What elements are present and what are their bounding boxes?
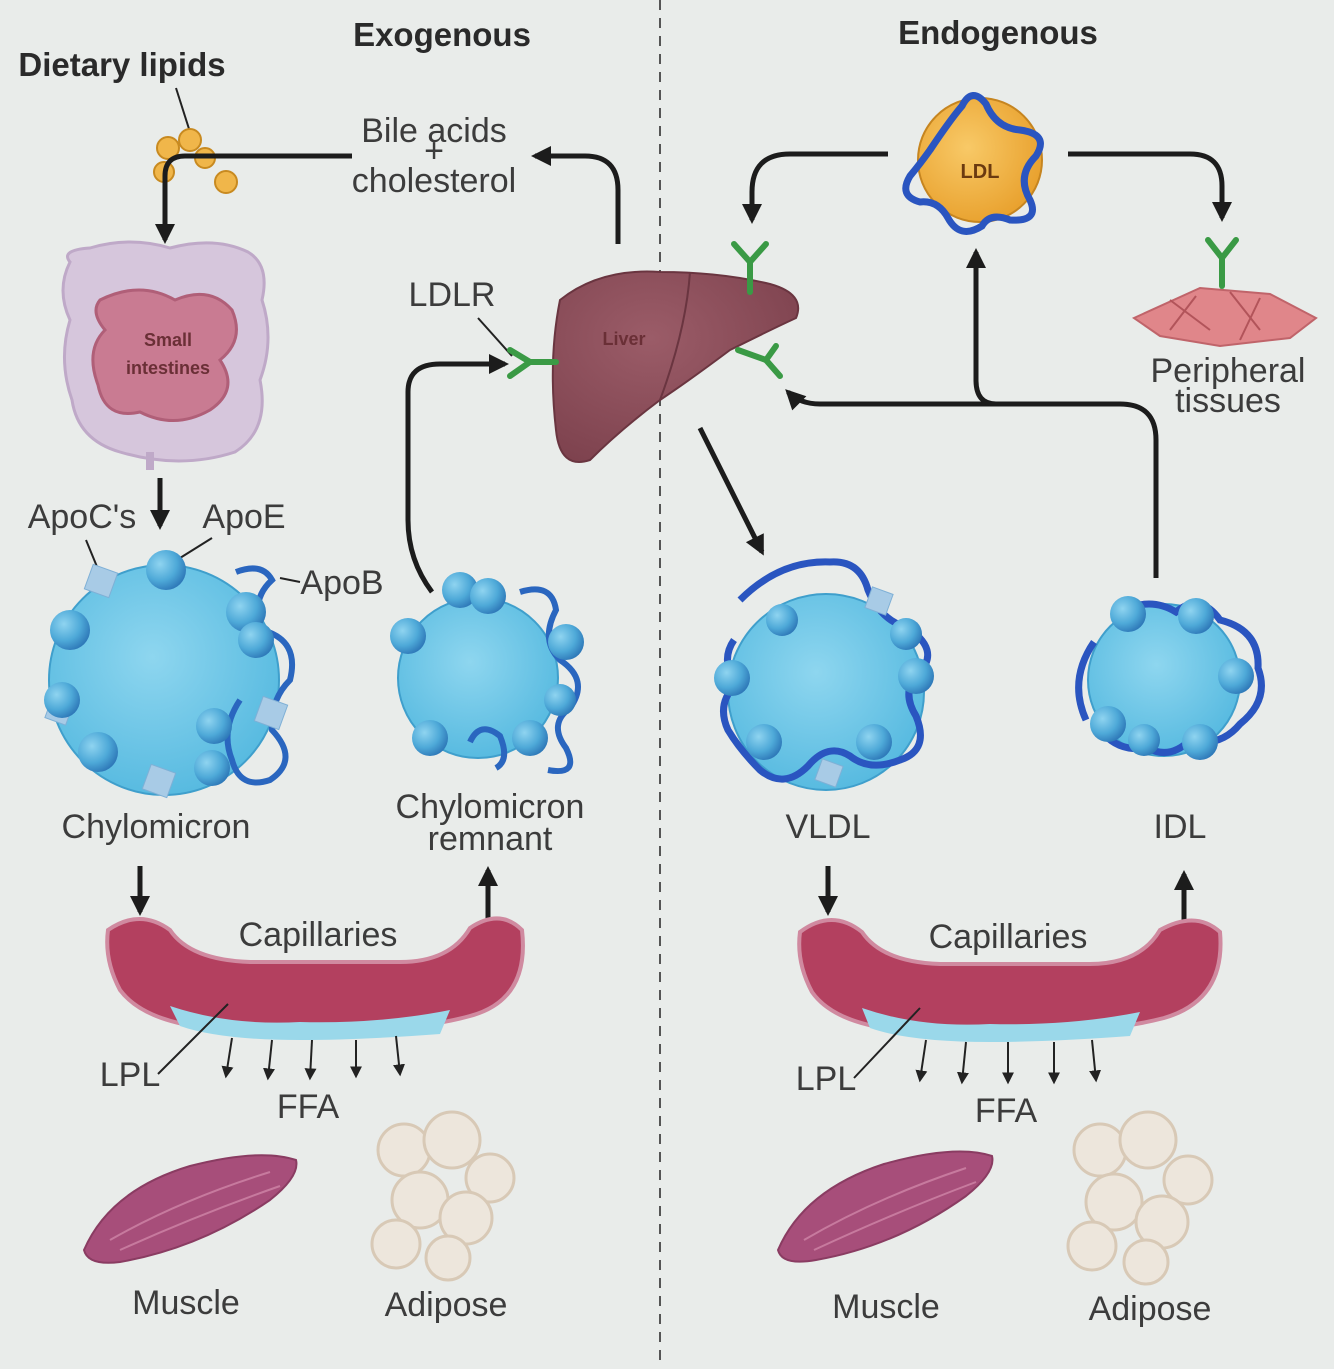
chylomicron-label: Chylomicron bbox=[62, 808, 251, 846]
peripheral-label: Peripheral bbox=[1151, 352, 1306, 390]
vldl-particle bbox=[714, 558, 934, 791]
ldl-receptor-icon bbox=[735, 343, 783, 379]
adipose-label-left: Adipose bbox=[385, 1286, 508, 1324]
ldl-receptor-icon bbox=[1205, 237, 1239, 289]
intestines-label: intestines bbox=[126, 358, 210, 378]
adipose-icon-left bbox=[370, 1110, 516, 1282]
ffa-arrows-left bbox=[221, 1035, 405, 1081]
exogenous-title: Exogenous bbox=[353, 16, 531, 53]
capillary-right bbox=[797, 918, 1223, 1042]
ldl-particle bbox=[902, 92, 1044, 235]
chylomicron-remnant-label-1: Chylomicron bbox=[396, 788, 585, 826]
dietary-lipids-pointer bbox=[175, 87, 191, 133]
peripheral-tissues-icon bbox=[1131, 286, 1318, 348]
small-label: Small bbox=[144, 330, 192, 350]
apoe-label: ApoE bbox=[202, 498, 285, 536]
ldlr-label: LDLR bbox=[409, 276, 496, 314]
liver-label: Liver bbox=[602, 329, 645, 349]
idl-to-liver-arrow bbox=[785, 389, 1159, 578]
chylomicron-remnant-label-2: remnant bbox=[428, 820, 553, 858]
capillary-left bbox=[105, 916, 525, 1040]
apob-pointer bbox=[279, 577, 301, 583]
lpl-label-right: LPL bbox=[796, 1060, 857, 1098]
ldlr-pointer bbox=[477, 317, 513, 357]
lpl-pointer-right bbox=[853, 1007, 921, 1079]
capillaries-label-right: Capillaries bbox=[929, 918, 1088, 956]
liver-icon bbox=[551, 270, 800, 463]
muscle-icon-right bbox=[776, 1150, 994, 1263]
cholesterol-label: cholesterol bbox=[352, 162, 516, 200]
ldl-receptor-icon bbox=[507, 347, 559, 379]
apob-label: ApoB bbox=[300, 564, 383, 602]
chylomicron-remnant-particle bbox=[390, 572, 584, 774]
bile-acids-label: Bile acids bbox=[361, 112, 507, 150]
ldl-label: LDL bbox=[961, 161, 1000, 183]
muscle-icon-left bbox=[82, 1154, 298, 1264]
ldl-receptor-icon bbox=[731, 241, 769, 295]
small-intestines-icon bbox=[61, 240, 270, 470]
liver-to-vldl-arrow bbox=[697, 426, 765, 556]
muscle-label-right: Muscle bbox=[832, 1288, 940, 1326]
apocs-label: ApoC's bbox=[28, 498, 137, 536]
idl-label: IDL bbox=[1154, 808, 1207, 846]
ldl-to-peripheral-arrow bbox=[1068, 151, 1232, 222]
liver-to-bile-arrow bbox=[531, 146, 621, 244]
idl-particle bbox=[1075, 596, 1265, 760]
ffa-label-right: FFA bbox=[975, 1092, 1038, 1130]
tissues-label: tissues bbox=[1175, 382, 1281, 420]
ldl-to-liver-arrow bbox=[742, 151, 888, 224]
remnant-to-liver-arrow bbox=[405, 354, 509, 594]
adipose-label-right: Adipose bbox=[1089, 1290, 1212, 1328]
plus-label: + bbox=[424, 132, 444, 170]
apoe-pointer bbox=[179, 537, 213, 559]
bile-to-intestine-arrow bbox=[155, 153, 352, 244]
adipose-icon-right bbox=[1066, 1110, 1214, 1286]
idl-to-ldl-arrow bbox=[966, 248, 997, 407]
endogenous-title: Endogenous bbox=[898, 14, 1098, 51]
ffa-label-left: FFA bbox=[277, 1088, 340, 1126]
ffa-arrows-right bbox=[915, 1039, 1102, 1085]
muscle-label-left: Muscle bbox=[132, 1284, 240, 1322]
lpl-pointer-left bbox=[157, 1003, 229, 1075]
vldl-label: VLDL bbox=[785, 808, 870, 846]
capillaries-label-left: Capillaries bbox=[239, 916, 398, 954]
chylomicron-particle bbox=[44, 550, 296, 799]
dietary-lipids-label: Dietary lipids bbox=[18, 46, 225, 83]
lpl-label-left: LPL bbox=[100, 1056, 161, 1094]
